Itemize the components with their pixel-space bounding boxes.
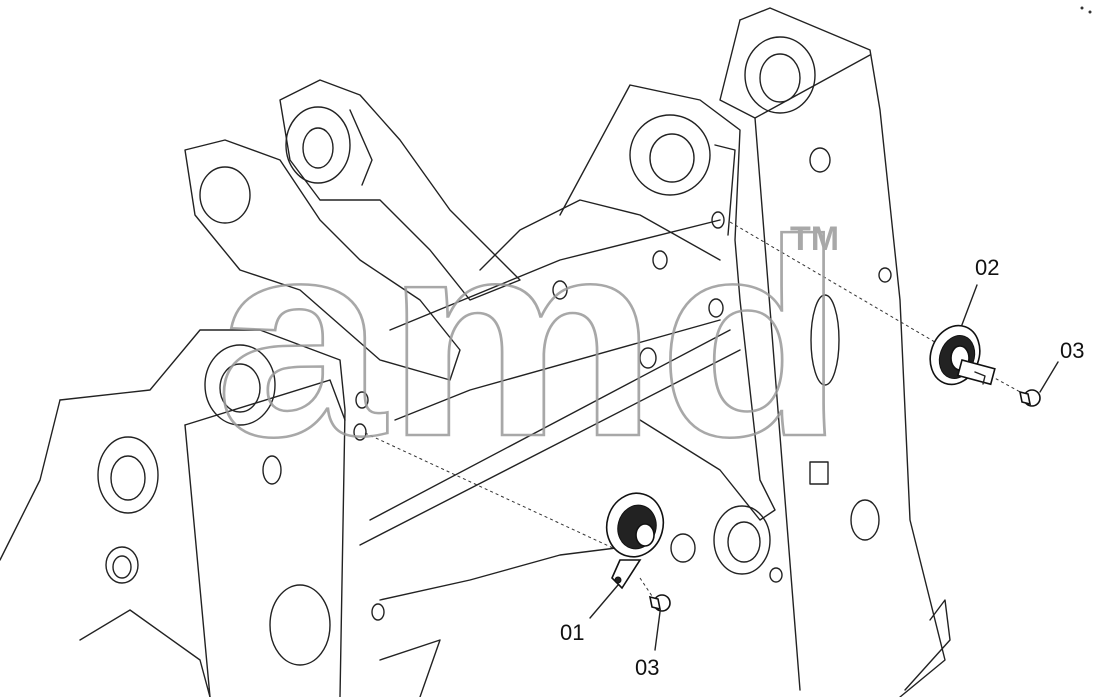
left-frame-plate: [0, 329, 385, 697]
label-03-upper: 03: [1060, 338, 1084, 363]
right-frame-plate: [719, 7, 951, 697]
horn-lower: [605, 492, 665, 590]
label-02: 02: [975, 255, 999, 280]
upper-linkage: [184, 79, 892, 381]
watermark-text: amd: [215, 183, 845, 495]
watermark: amd TM: [214, 182, 847, 497]
corner-mark: [1080, 6, 1092, 14]
leader-lines: [364, 221, 1059, 651]
watermark-trademark: TM: [790, 220, 839, 258]
label-03-lower: 03: [635, 655, 659, 680]
lower-cross-members: [379, 505, 783, 697]
bolt-upper: [1018, 389, 1041, 407]
label-01: 01: [560, 620, 584, 645]
bolt-lower: [648, 594, 671, 612]
horn-upper: [929, 324, 996, 386]
center-bracket: [359, 84, 776, 546]
